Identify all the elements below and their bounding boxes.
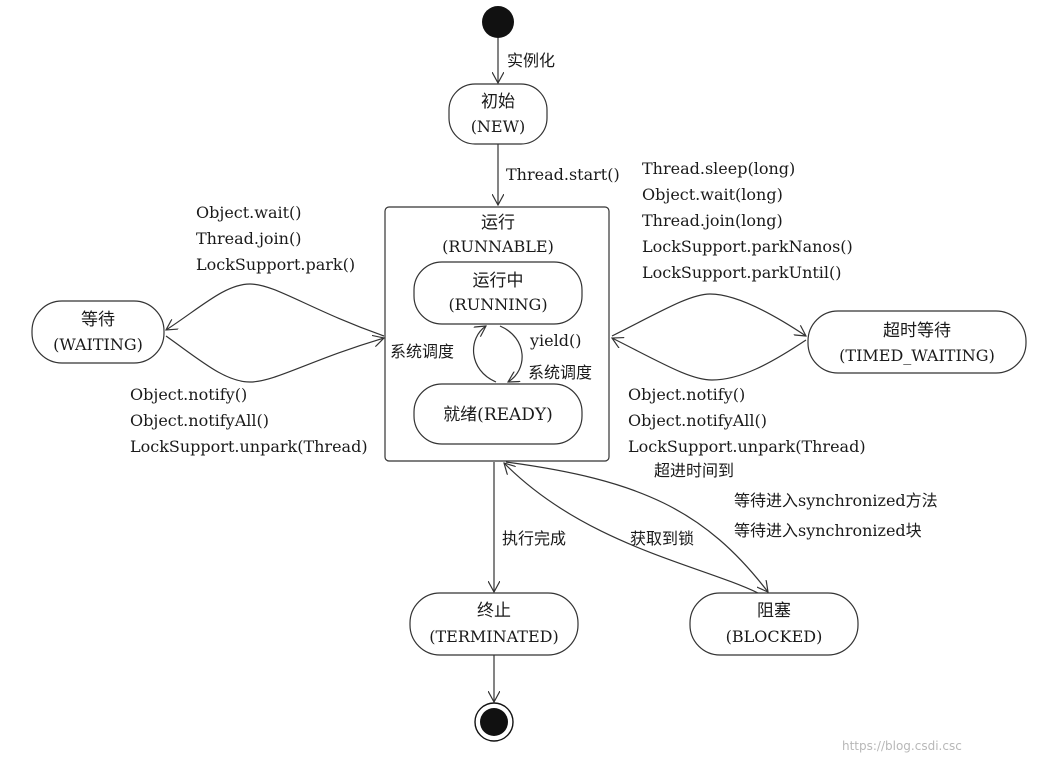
state-timed-waiting — [807, 310, 1027, 374]
label-to-waiting-2: Thread.join() — [196, 229, 301, 248]
state-blocked-name: 阻塞 — [757, 601, 791, 621]
label-thread-start: Thread.start() — [506, 165, 620, 184]
label-to-blocked-2: 等待进入synchronized块 — [734, 521, 922, 540]
state-running-sub: (RUNNING) — [448, 295, 547, 314]
label-to-timed-2: Object.wait(long) — [642, 185, 783, 204]
state-runnable-name: 运行 — [481, 213, 515, 233]
label-from-timed-3: LockSupport.unpark(Thread) — [628, 437, 866, 456]
state-runnable-sub: (RUNNABLE) — [442, 237, 554, 256]
state-terminated-sub: (TERMINATED) — [429, 627, 558, 646]
state-new-name: 初始 — [481, 92, 515, 112]
state-new-sub: (NEW) — [471, 117, 526, 136]
watermark: https://blog.csdi.csc — [842, 739, 962, 753]
label-from-waiting-3: LockSupport.unpark(Thread) — [130, 437, 368, 456]
state-running — [413, 261, 583, 325]
edge-to-waiting — [166, 283, 385, 337]
label-to-timed-5: LockSupport.parkUntil() — [642, 263, 842, 282]
edge-yield — [499, 325, 523, 382]
state-waiting-sub: (WAITING) — [53, 335, 143, 354]
label-from-timed-2: Object.notifyAll() — [628, 411, 767, 430]
label-from-waiting-1: Object.notify() — [130, 385, 247, 404]
edge-from-waiting — [165, 336, 384, 383]
state-ready — [413, 383, 583, 445]
label-to-waiting-3: LockSupport.park() — [196, 255, 355, 274]
state-timed-waiting-name: 超时等待 — [883, 321, 951, 341]
state-ready-name: 就绪(READY) — [443, 405, 553, 425]
edge-to-timed-waiting — [611, 293, 806, 336]
label-from-waiting-2: Object.notifyAll() — [130, 411, 269, 430]
state-terminated-name: 终止 — [477, 601, 511, 621]
edge-acquire-lock — [504, 463, 759, 594]
label-yield: yield() — [529, 331, 581, 350]
state-running-name: 运行中 — [473, 271, 524, 291]
label-from-timed-1: Object.notify() — [628, 385, 745, 404]
state-blocked-sub: (BLOCKED) — [726, 627, 823, 646]
state-blocked — [689, 592, 859, 656]
label-exec-done: 执行完成 — [502, 529, 566, 548]
edge-sched-left — [473, 326, 497, 383]
label-to-waiting-1: Object.wait() — [196, 203, 302, 222]
label-to-timed-3: Thread.join(long) — [642, 211, 783, 230]
edge-to-blocked — [505, 461, 768, 592]
label-to-timed-1: Thread.sleep(long) — [642, 159, 795, 178]
label-to-blocked-1: 等待进入synchronized方法 — [734, 491, 938, 510]
label-timeout: 超进时间到 — [654, 461, 734, 480]
label-sched-left: 系统调度 — [390, 342, 454, 361]
label-sched-right: 系统调度 — [528, 363, 592, 382]
label-acquire-lock: 获取到锁 — [630, 529, 694, 548]
state-waiting-name: 等待 — [81, 310, 115, 330]
state-timed-waiting-sub: (TIMED_WAITING) — [839, 346, 995, 365]
label-instantiate: 实例化 — [507, 51, 555, 70]
final-node-core — [480, 708, 508, 736]
edge-from-timed-waiting — [612, 338, 807, 381]
label-to-timed-4: LockSupport.parkNanos() — [642, 237, 853, 256]
state-waiting — [31, 300, 165, 364]
initial-node — [482, 6, 514, 38]
